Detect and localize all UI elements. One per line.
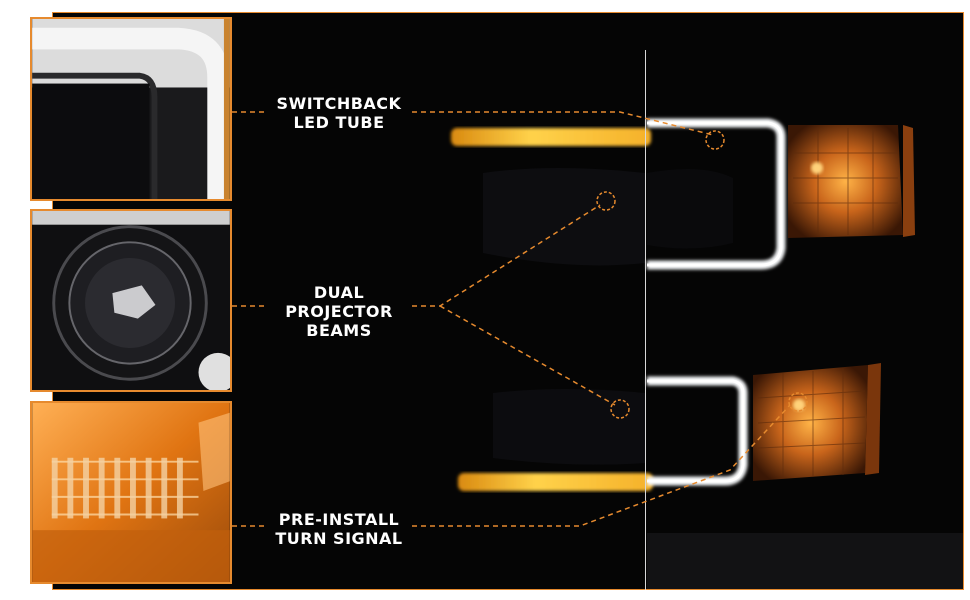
thumbnail-projector <box>30 209 232 392</box>
projector-closeup <box>32 211 230 390</box>
amber-turn-signal-bottom <box>753 365 868 481</box>
callout-projector-line2: PROJECTOR <box>285 302 393 321</box>
amber-drl-strip-bottom <box>458 473 653 491</box>
callout-turn-signal-line2: TURN SIGNAL <box>275 529 403 548</box>
thumbnail-led-tube <box>30 17 232 201</box>
callout-led-tube-line2: LED TUBE <box>293 113 385 132</box>
callout-led-tube-line1: SWITCHBACK <box>276 94 402 113</box>
callout-turn-signal: PRE-INSTALL TURN SIGNAL <box>266 510 412 548</box>
callout-led-tube: SWITCHBACK LED TUBE <box>266 94 412 132</box>
on-off-divider <box>645 50 646 590</box>
callout-turn-signal-line1: PRE-INSTALL <box>278 510 400 529</box>
led-tube-closeup <box>32 19 230 199</box>
amber-turn-signal-top <box>788 125 903 238</box>
switchback-led-tube-bottom <box>647 376 748 486</box>
callout-projector: DUAL PROJECTOR BEAMS <box>266 283 412 340</box>
turn-signal-closeup <box>32 403 230 582</box>
callout-projector-line3: BEAMS <box>306 321 372 340</box>
callout-projector-line1: DUAL <box>313 283 365 302</box>
amber-drl-strip-top <box>451 128 651 146</box>
thumbnail-turn-signal <box>30 401 232 584</box>
